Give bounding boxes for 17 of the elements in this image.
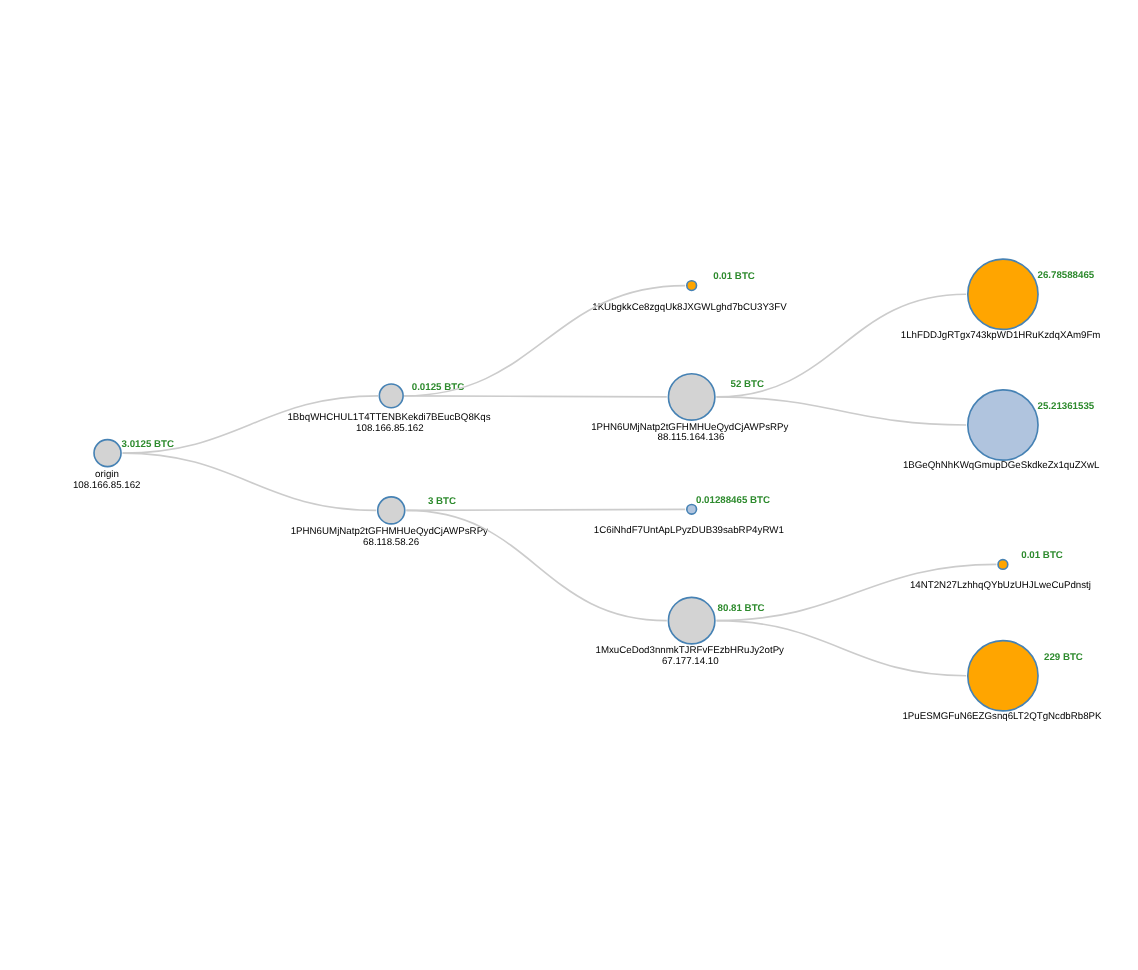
node-circle <box>93 438 122 468</box>
connector <box>403 395 668 398</box>
connector <box>715 396 967 426</box>
connector <box>715 619 967 677</box>
connector <box>405 509 668 622</box>
node-circle <box>997 558 1009 571</box>
connector <box>403 284 686 397</box>
node-circle <box>376 496 406 525</box>
node-circle <box>966 389 1039 461</box>
node-circle <box>667 596 716 645</box>
node-circle <box>667 372 716 421</box>
connector <box>121 452 377 512</box>
node-circle <box>966 258 1039 331</box>
node-circle <box>966 639 1039 712</box>
node-circle <box>686 503 698 515</box>
node-circle <box>686 279 698 292</box>
node-circle <box>378 383 404 409</box>
